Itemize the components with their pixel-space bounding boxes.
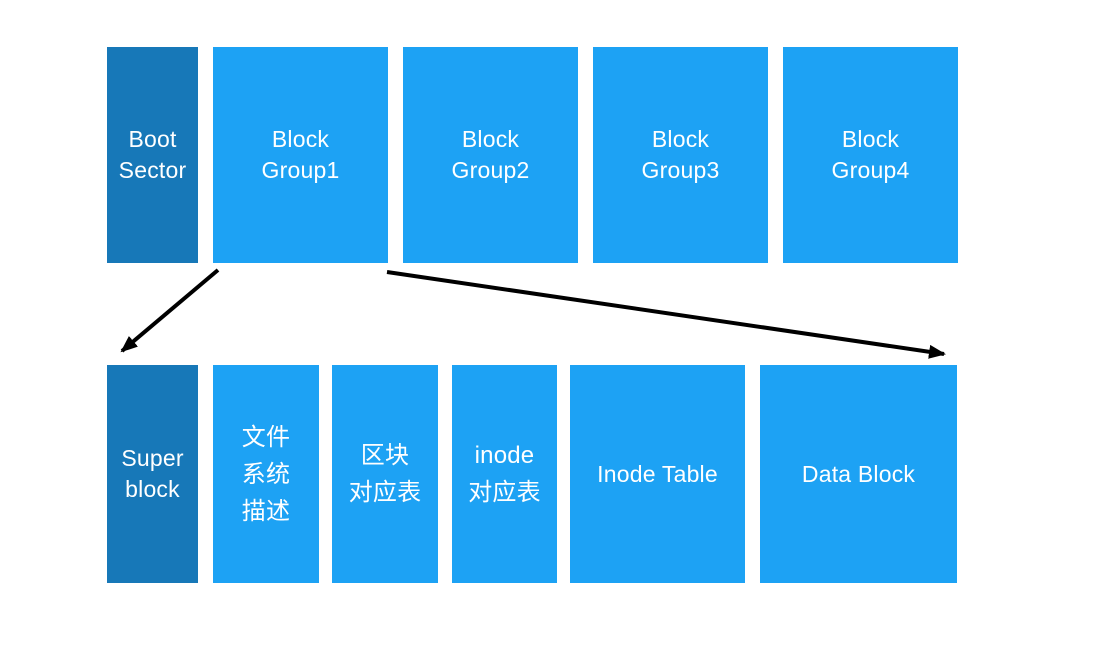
box-block-bitmap: 区块 对应表: [332, 365, 438, 583]
box-block-group3: Block Group3: [593, 47, 768, 263]
box-block-group4: Block Group4: [783, 47, 958, 263]
box-data-block: Data Block: [760, 365, 957, 583]
box-inode-bitmap: inode 对应表: [452, 365, 557, 583]
arrow-blockgroup1-to-superblock-icon: [120, 268, 220, 353]
box-block-group2: Block Group2: [403, 47, 578, 263]
box-super-block: Super block: [107, 365, 198, 583]
box-filesystem-descriptor: 文件 系统 描述: [213, 365, 319, 583]
box-inode-table: Inode Table: [570, 365, 745, 583]
arrow-blockgroup1-to-datablock-icon: [386, 270, 946, 359]
box-boot-sector: Boot Sector: [107, 47, 198, 263]
box-block-group1: Block Group1: [213, 47, 388, 263]
